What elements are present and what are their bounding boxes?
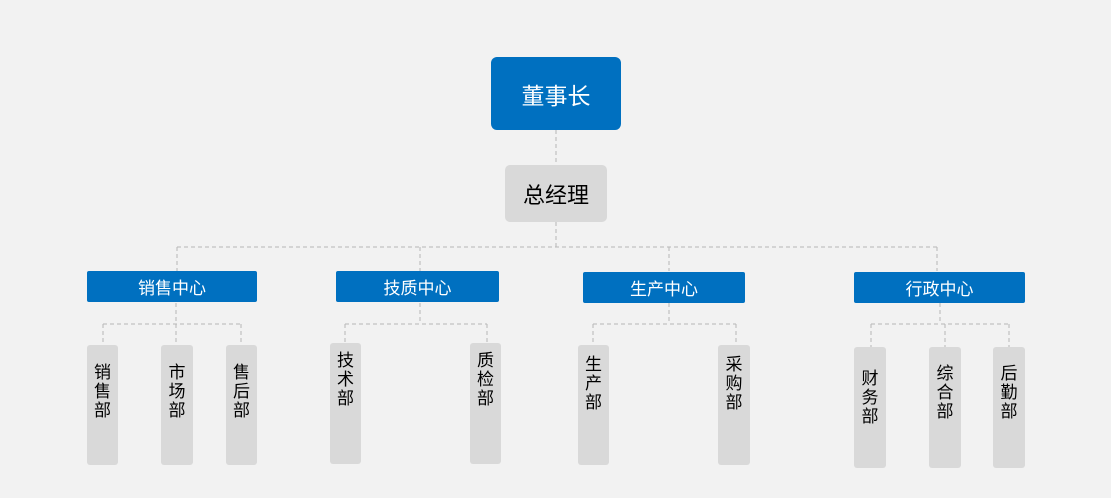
center-tech-quality: 技质中心 [336,271,499,302]
dept-label: 技术部 [337,351,354,409]
dept-label: 采购部 [725,355,743,413]
dept-label: 售后部 [233,363,250,421]
dept-label: 综合部 [936,364,954,422]
dept-sales: 销售部 [87,345,118,465]
dept-label: 后勤部 [1000,364,1018,422]
center-sales: 销售中心 [87,271,257,302]
general-manager-box: 总经理 [505,165,607,222]
dept-label: 财务部 [861,369,879,427]
center-administration: 行政中心 [854,272,1025,303]
dept-quality-inspection: 质检部 [470,343,501,464]
dept-logistics: 后勤部 [993,347,1025,468]
dept-label: 销售部 [94,363,111,421]
dept-label: 生产部 [585,355,602,413]
center-label: 行政中心 [905,280,974,300]
dept-label: 市场部 [168,363,186,421]
center-label: 技质中心 [383,279,452,299]
general-manager-label: 总经理 [522,183,589,209]
center-production: 生产中心 [583,272,745,303]
chairman-box: 董事长 [491,57,621,130]
dept-general-affairs: 综合部 [929,347,961,468]
center-label: 销售中心 [138,279,206,299]
dept-marketing: 市场部 [161,345,193,465]
chairman-label: 董事长 [521,83,591,110]
dept-after-sales: 售后部 [226,345,257,465]
dept-procurement: 采购部 [718,345,750,465]
dept-finance: 财务部 [854,347,886,468]
dept-label: 质检部 [477,351,494,409]
dept-technology: 技术部 [330,343,361,464]
dept-production: 生产部 [578,345,609,465]
center-label: 生产中心 [630,280,698,300]
